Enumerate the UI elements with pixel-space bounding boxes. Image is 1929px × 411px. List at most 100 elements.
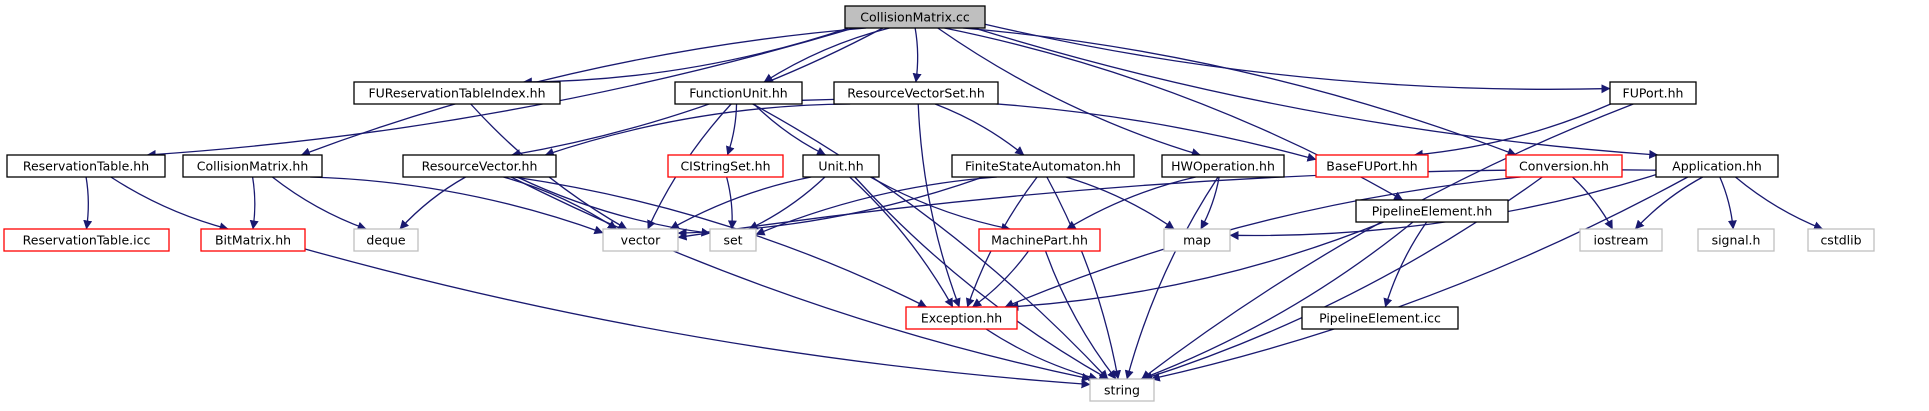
edge-finitestateautomaton_hh-to-map (1065, 176, 1175, 230)
edge-resourcevectorset_hh-to-finitestateautomaton_hh (934, 103, 1025, 156)
edge-resourcevector_hh-to-exception_hh (514, 176, 928, 308)
edge-fuport_hh-to-basefuport_hh (1413, 103, 1611, 159)
node-box (1161, 154, 1285, 178)
node-box (353, 81, 561, 105)
edge-collisionmatrix_cc-to-resourcevector_hh (511, 27, 884, 158)
node-box (1301, 306, 1459, 330)
node-box (1697, 228, 1775, 252)
node-label: Conversion.hh (1519, 159, 1609, 174)
edge-conversion_hh-to-iostream (1572, 176, 1614, 230)
node-unit_hh[interactable]: Unit.hh (802, 154, 880, 178)
edge-resourcevector_hh-to-string (510, 176, 1091, 382)
node-box (1315, 154, 1429, 178)
edge-collisionmatrix_hh-to-vector (310, 176, 604, 235)
node-label: Unit.hh (818, 159, 863, 174)
node-box (1579, 228, 1663, 252)
node-box (3, 228, 170, 252)
edge-pipelineelement_hh-to-exception_hh (1009, 221, 1384, 311)
edge-collisionmatrix_cc-to-conversion_hh (962, 27, 1517, 157)
edge-pipelineelement_hh-to-string (1140, 221, 1414, 381)
node-label: FUPort.hh (1623, 86, 1684, 101)
edge-collisionmatrix_cc-to-resourcevectorset_hh (912, 27, 922, 83)
node-label: FUReservationTableIndex.hh (368, 86, 545, 101)
node-label: string (1104, 383, 1140, 398)
node-bitmatrix_hh[interactable]: BitMatrix.hh (200, 228, 306, 252)
node-pipelineelement_hh[interactable]: PipelineElement.hh (1355, 199, 1509, 223)
node-iostream: iostream (1579, 228, 1663, 252)
node-reservationtable_icc[interactable]: ReservationTable.icc (3, 228, 170, 252)
node-box (1807, 228, 1875, 252)
node-conversion_hh[interactable]: Conversion.hh (1505, 154, 1623, 178)
node-box (1163, 228, 1231, 252)
node-label: cstdlib (1820, 233, 1861, 248)
node-label: vector (621, 233, 662, 248)
node-basefuport_hh[interactable]: BaseFUPort.hh (1315, 154, 1429, 178)
node-label: iostream (1594, 233, 1649, 248)
node-box (951, 154, 1135, 178)
edge-functionunit_hh-to-cistringset_hh (726, 103, 738, 156)
node-resourcevectorset_hh[interactable]: ResourceVectorSet.hh (833, 81, 999, 105)
node-cistringset_hh[interactable]: CIStringSet.hh (667, 154, 784, 178)
node-functionunit_hh[interactable]: FunctionUnit.hh (674, 81, 803, 105)
node-fuport_hh[interactable]: FUPort.hh (1609, 81, 1697, 105)
edge-unit_hh-to-vector (669, 176, 812, 230)
node-collisionmatrix_cc[interactable]: CollisionMatrix.cc (844, 5, 986, 29)
node-label: CIStringSet.hh (680, 159, 770, 174)
edge-reservationtable_hh-to-bitmatrix_hh (110, 176, 229, 232)
edge-conversion_hh-to-exception_hh (1004, 176, 1521, 308)
edge-resourcevectorset_hh-to-resourcevector_hh (544, 103, 851, 157)
edge-application_hh-to-string (1150, 176, 1689, 382)
edge-application_hh-to-vector (677, 169, 1657, 241)
file-nodes: CollisionMatrix.ccFUReservationTableInde… (3, 5, 1875, 402)
node-label: CollisionMatrix.hh (197, 159, 309, 174)
node-label: PipelineElement.hh (1372, 204, 1493, 219)
node-reservationtable_hh[interactable]: ReservationTable.hh (6, 154, 166, 178)
node-box (978, 228, 1101, 252)
edge-unit_hh-to-exception_hh (849, 176, 954, 308)
node-box (1655, 154, 1779, 178)
edge-machinepart_hh-to-string (1044, 250, 1117, 380)
edge-bitmatrix_hh-to-string (304, 248, 1091, 389)
edge-functionunit_hh-to-basefuport_hh (801, 98, 1317, 162)
node-finitestateautomaton_hh[interactable]: FiniteStateAutomaton.hh (951, 154, 1135, 178)
node-vector: vector (602, 228, 679, 252)
node-label: ReservationTable.hh (23, 159, 149, 174)
dependency-edges (83, 23, 1823, 389)
node-fureservationtableindex_hh[interactable]: FUReservationTableIndex.hh (353, 81, 561, 105)
edge-collisionmatrix_hh-to-deque (271, 176, 367, 231)
node-box (802, 154, 880, 178)
node-resourcevector_hh[interactable]: ResourceVector.hh (402, 154, 557, 178)
node-label: ResourceVectorSet.hh (847, 86, 985, 101)
edge-unit_hh-to-string (854, 176, 1109, 380)
node-set: set (709, 228, 757, 252)
edge-hwoperation_hh-to-string (1124, 176, 1219, 380)
node-box (833, 81, 999, 105)
node-box (844, 5, 986, 29)
edge-collisionmatrix_cc-to-hwoperation_hh (937, 27, 1201, 157)
edge-collisionmatrix_cc-to-fuport_hh (984, 23, 1611, 94)
node-box (667, 154, 784, 178)
node-box (1505, 154, 1623, 178)
node-label: signal.h (1712, 233, 1761, 248)
node-collisionmatrix_hh[interactable]: CollisionMatrix.hh (182, 154, 323, 178)
edge-unit_hh-to-machinepart_hh (870, 176, 1011, 232)
node-hwoperation_hh[interactable]: HWOperation.hh (1161, 154, 1285, 178)
node-machinepart_hh[interactable]: MachinePart.hh (978, 228, 1101, 252)
edge-machinepart_hh-to-exception_hh (972, 250, 1030, 308)
node-pipelineelement_icc[interactable]: PipelineElement.icc (1301, 306, 1459, 330)
node-label: PipelineElement.icc (1319, 311, 1441, 326)
node-box (602, 228, 679, 252)
node-label: CollisionMatrix.cc (860, 10, 970, 25)
node-string: string (1089, 378, 1155, 402)
node-label: ResourceVector.hh (422, 159, 538, 174)
node-label: set (723, 233, 742, 248)
node-box (353, 228, 419, 252)
node-application_hh[interactable]: Application.hh (1655, 154, 1779, 178)
edge-hwoperation_hh-to-map (1200, 176, 1220, 230)
node-box (674, 81, 803, 105)
node-label: BitMatrix.hh (215, 233, 291, 248)
node-cstdlib: cstdlib (1807, 228, 1875, 252)
edge-cistringset_hh-to-set (725, 176, 737, 230)
node-exception_hh[interactable]: Exception.hh (905, 306, 1018, 330)
edge-unit_hh-to-set (748, 176, 826, 230)
